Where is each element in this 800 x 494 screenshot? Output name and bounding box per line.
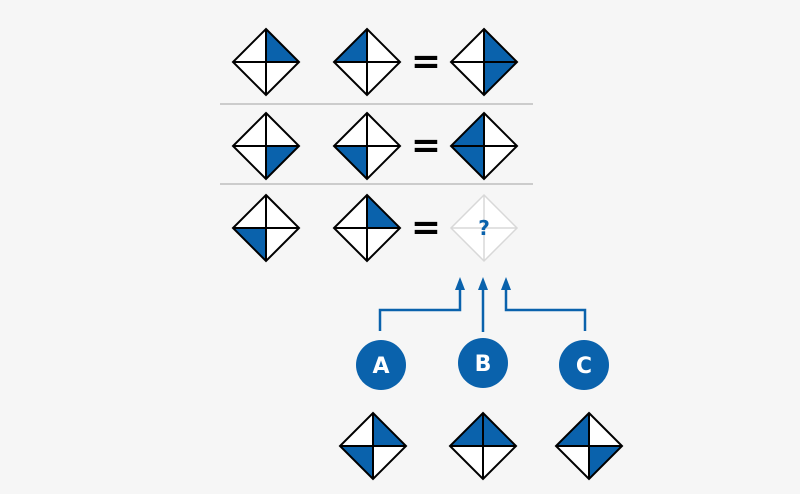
option-a[interactable]: A (338, 340, 408, 481)
diamond-middle (332, 27, 402, 97)
diamond-middle (332, 193, 402, 263)
equals-sign: = (411, 207, 441, 248)
option-label: A (372, 354, 389, 379)
puzzle-row: = (231, 27, 519, 97)
option-b[interactable]: B (448, 338, 518, 481)
option-badge[interactable] (559, 340, 609, 390)
question-mark: ? (478, 216, 490, 240)
diamond-result (449, 27, 519, 97)
diamond-left (231, 193, 301, 263)
diamond-middle (332, 111, 402, 181)
option-badge[interactable] (458, 338, 508, 388)
puzzle-row: = (231, 111, 519, 181)
option-diamond (554, 411, 624, 481)
arrow-c (504, 288, 587, 331)
equals-sign: = (411, 125, 441, 166)
option-label: C (576, 354, 592, 379)
puzzle-row: =? (231, 193, 519, 263)
option-arrows (378, 277, 587, 332)
option-diamond (448, 411, 518, 481)
option-badge[interactable] (356, 340, 406, 390)
option-label: B (475, 352, 492, 377)
diamond-unknown (449, 193, 519, 263)
arrowhead-c (501, 277, 511, 290)
diamond-left (231, 111, 301, 181)
option-diamond (338, 411, 408, 481)
arrowhead-a (455, 277, 465, 290)
equals-sign: = (411, 41, 441, 82)
arrow-a (378, 288, 462, 331)
arrowhead-b (478, 277, 488, 290)
option-c[interactable]: C (554, 340, 624, 481)
diamond-left (231, 27, 301, 97)
diamond-result (449, 111, 519, 181)
